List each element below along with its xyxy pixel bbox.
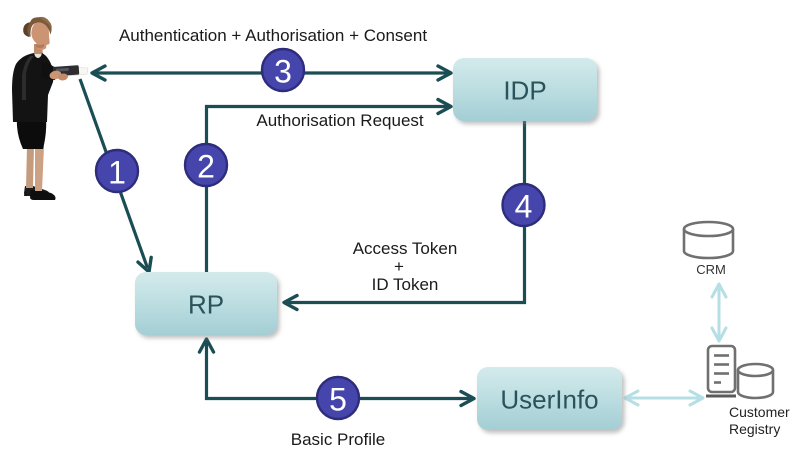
svg-text:2: 2 <box>197 149 215 185</box>
svg-text:Authorisation Request: Authorisation Request <box>256 111 424 130</box>
svg-text:ID Token: ID Token <box>372 275 439 294</box>
svg-text:5: 5 <box>329 382 347 418</box>
svg-text:UserInfo: UserInfo <box>500 385 598 415</box>
svg-text:1: 1 <box>108 155 126 191</box>
svg-text:3: 3 <box>274 54 292 90</box>
svg-text:Authentication + Authorisation: Authentication + Authorisation + Consent <box>119 26 427 45</box>
svg-text:+: + <box>394 257 404 276</box>
svg-text:Access Token: Access Token <box>353 239 458 258</box>
svg-text:Customer: Customer <box>729 404 790 420</box>
svg-text:RP: RP <box>188 290 224 320</box>
svg-text:CRM: CRM <box>696 262 726 277</box>
svg-text:4: 4 <box>515 189 533 225</box>
svg-text:Basic Profile: Basic Profile <box>291 430 385 449</box>
svg-text:IDP: IDP <box>503 76 546 106</box>
svg-text:Registry: Registry <box>729 421 780 437</box>
